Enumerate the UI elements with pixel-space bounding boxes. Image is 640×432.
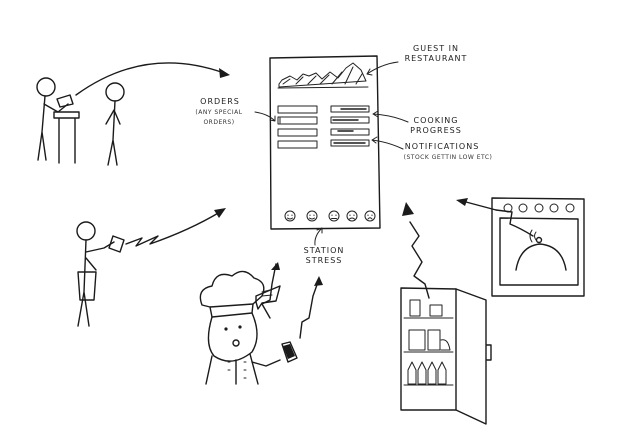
guest-pointer-arrow	[366, 61, 399, 76]
orders-list	[277, 105, 318, 149]
notifications-pointer-arrow	[371, 136, 404, 150]
host-to-dashboard-arrow	[75, 62, 225, 96]
cooking-pointer-arrow	[372, 110, 409, 123]
waiter-to-dashboard-arrow	[125, 211, 221, 247]
oven-to-dashboard-arrow	[495, 209, 534, 237]
waiter-figure	[76, 221, 125, 327]
chef-figure	[199, 270, 281, 385]
fridge	[400, 287, 492, 425]
cooking-progress-list	[330, 105, 370, 147]
chef-speech-bubble	[255, 285, 281, 310]
notifications-sub-label: (STOCK GETTIN LOW ETC)	[403, 154, 493, 161]
chef-phone	[281, 341, 298, 363]
chef-to-dashboard-arrow	[299, 281, 319, 339]
orders-pointer-arrow	[254, 111, 276, 122]
orders-label: ORDERS	[200, 97, 240, 106]
station-stress-faces	[284, 210, 376, 222]
dashboard-tablet	[269, 55, 381, 230]
station-pointer-arrow	[314, 227, 323, 246]
guest-label: GUEST IN RESTAURANT	[404, 44, 468, 63]
orders-sub-label: (ANY SPECIAL ORDERS)	[195, 109, 243, 126]
oven	[491, 197, 585, 297]
cooking-progress-label: COOKING PROGRESS	[410, 116, 462, 135]
notifications-label: NOTIFICATIONS	[404, 142, 480, 151]
chef-speech-arrow	[261, 263, 277, 319]
guest-area-chart	[277, 62, 369, 89]
fridge-to-dashboard-arrow	[409, 221, 430, 299]
station-stress-label: STATION STRESS	[303, 246, 345, 265]
host-and-guest-figures	[36, 77, 125, 166]
